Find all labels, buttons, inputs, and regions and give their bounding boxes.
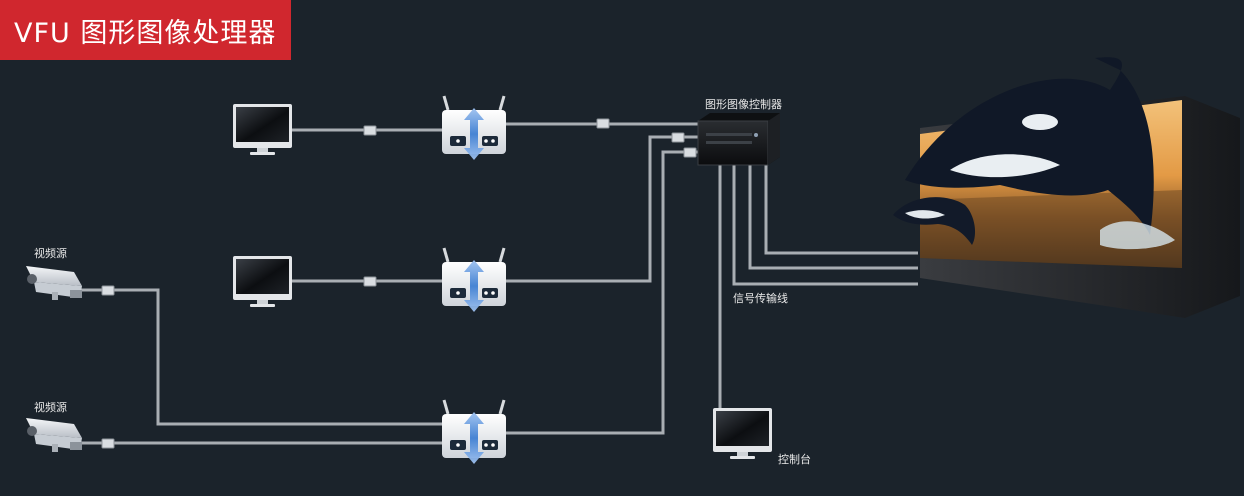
camera-icon: [26, 266, 82, 300]
video-source-label-2: 视频源: [34, 401, 67, 414]
router-icon: [442, 95, 506, 160]
monitor-icon: [233, 256, 292, 307]
monitor-icon: [233, 104, 292, 155]
video-source-label-1: 视频源: [34, 247, 67, 260]
server-icon: [697, 113, 780, 166]
controller-label: 图形图像控制器: [705, 98, 782, 111]
console-label: 控制台: [778, 453, 811, 466]
page-title: VFU 图形图像处理器: [0, 0, 291, 60]
cable-connectors: [101, 118, 697, 449]
monitor-icon: [713, 408, 772, 459]
router-icon: [442, 399, 506, 464]
camera-icon: [26, 418, 82, 452]
signal-line-label: 信号传输线: [733, 292, 788, 305]
led-wall-icon: [893, 57, 1240, 318]
router-icon: [442, 247, 506, 312]
